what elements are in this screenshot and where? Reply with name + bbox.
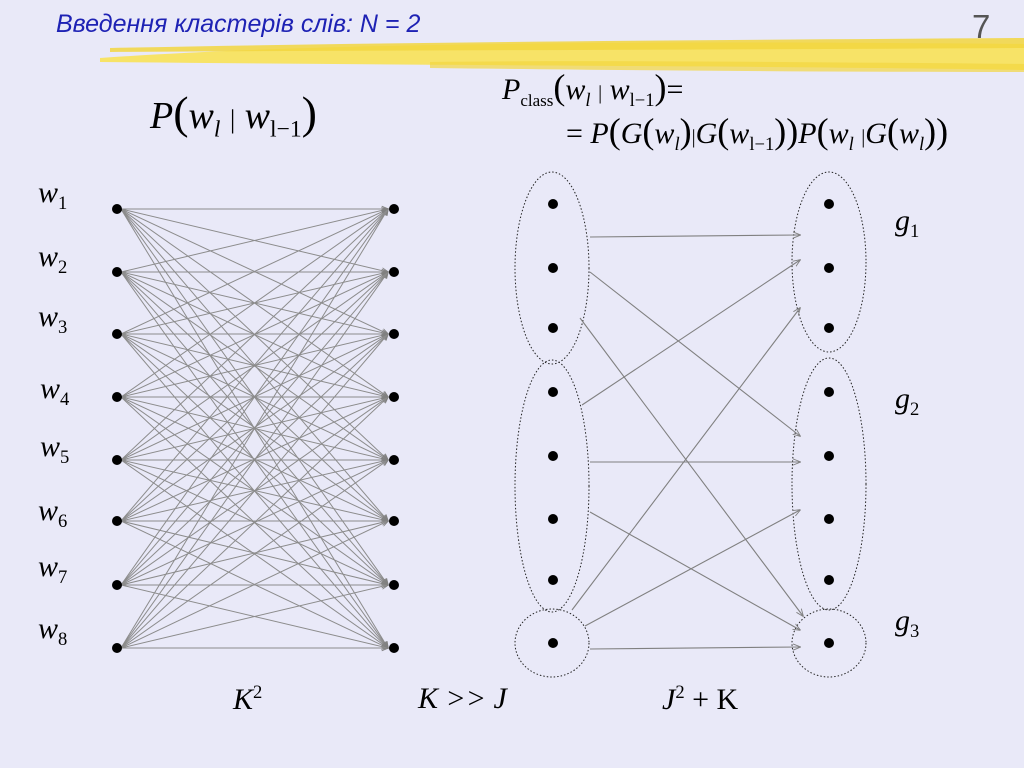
label-j-squared-plus-k: J2 + K bbox=[662, 682, 739, 716]
class-left-node-6 bbox=[548, 514, 558, 524]
right-cluster-3-ellipse bbox=[791, 608, 867, 678]
class-edge-3-3 bbox=[589, 647, 800, 649]
class-edge-3-2 bbox=[584, 510, 800, 627]
class-right-node-6 bbox=[824, 514, 834, 524]
left-word-node-1 bbox=[112, 204, 122, 214]
bigram-probability-formula: P(wl | wl−1) bbox=[150, 87, 317, 143]
bigram-edge-8-4 bbox=[120, 397, 388, 649]
class-left-node-5 bbox=[548, 451, 558, 461]
class-right-node-5 bbox=[824, 451, 834, 461]
class-left-node-4 bbox=[548, 387, 558, 397]
right-word-node-1 bbox=[389, 204, 399, 214]
bigram-edge-8-3 bbox=[120, 334, 388, 649]
class-left-node-2 bbox=[548, 263, 558, 273]
bigram-edge-8-7 bbox=[120, 585, 388, 649]
word-label-w1: w1 bbox=[38, 176, 68, 214]
class-right-node-3 bbox=[824, 323, 834, 333]
right-word-node-2 bbox=[389, 267, 399, 277]
class-edge-3-1 bbox=[571, 308, 800, 611]
class-left-node-7 bbox=[548, 575, 558, 585]
left-cluster-2-ellipse bbox=[514, 359, 590, 613]
right-word-node-3 bbox=[389, 329, 399, 339]
word-label-w7: w7 bbox=[38, 550, 68, 588]
class-ellipses bbox=[514, 171, 867, 678]
right-word-node-4 bbox=[389, 392, 399, 402]
bigram-edge-4-1 bbox=[120, 209, 388, 398]
left-cluster-3-ellipse bbox=[514, 608, 590, 678]
class-edge-2-3 bbox=[589, 511, 800, 630]
group-label-g2: g2 bbox=[895, 382, 920, 420]
bigram-edge-5-2 bbox=[120, 272, 388, 461]
bigram-edge-6-3 bbox=[120, 334, 388, 522]
class-left-node-3 bbox=[548, 323, 558, 333]
bigram-edge-8-2 bbox=[120, 272, 388, 649]
full-bigram-edges bbox=[120, 209, 388, 649]
word-label-w5: w5 bbox=[40, 430, 70, 468]
right-word-node-6 bbox=[389, 516, 399, 526]
right-word-node-5 bbox=[389, 455, 399, 465]
class-edges bbox=[571, 235, 803, 649]
class-probability-formula-line1: Pclass(wl | wl−1)= bbox=[502, 67, 684, 111]
left-word-node-3 bbox=[112, 329, 122, 339]
class-right-node-1 bbox=[824, 199, 834, 209]
label-k-much-greater-j: K >> J bbox=[418, 682, 507, 715]
left-word-node-6 bbox=[112, 516, 122, 526]
class-edge-1-1 bbox=[589, 235, 800, 237]
bigram-edge-8-5 bbox=[120, 460, 388, 649]
group-label-g1: g1 bbox=[895, 204, 920, 242]
left-cluster-1-ellipse bbox=[514, 171, 590, 365]
right-cluster-2-ellipse bbox=[791, 357, 867, 611]
word-label-w2: w2 bbox=[38, 240, 68, 278]
left-word-node-5 bbox=[112, 455, 122, 465]
word-label-w4: w4 bbox=[40, 372, 70, 410]
left-word-node-7 bbox=[112, 580, 122, 590]
word-label-w6: w6 bbox=[38, 494, 68, 532]
class-right-node-7 bbox=[824, 575, 834, 585]
class-left-node-1 bbox=[548, 199, 558, 209]
class-probability-formula-line2: = P(G(wl)|G(wl−1))P(wl |G(wl)) bbox=[566, 111, 949, 155]
bigram-edge-2-1 bbox=[120, 209, 388, 273]
class-left-node-8 bbox=[548, 638, 558, 648]
class-edge-2-1 bbox=[581, 260, 800, 406]
right-cluster-1-ellipse bbox=[791, 171, 867, 353]
word-label-w8: w8 bbox=[38, 612, 68, 650]
nodes bbox=[112, 199, 834, 653]
class-right-node-4 bbox=[824, 387, 834, 397]
group-label-g3: g3 bbox=[895, 604, 920, 642]
label-k-squared: K2 bbox=[233, 682, 263, 716]
class-edge-1-3 bbox=[579, 317, 803, 616]
class-right-node-2 bbox=[824, 263, 834, 273]
slide-title: Введення кластерів слів: N = 2 bbox=[56, 10, 421, 38]
bigram-edge-8-6 bbox=[120, 521, 388, 649]
slide-number: 7 bbox=[972, 8, 991, 45]
right-word-node-8 bbox=[389, 643, 399, 653]
word-label-w3: w3 bbox=[38, 300, 68, 338]
bigram-edge-7-1 bbox=[120, 209, 388, 586]
bigram-edge-5-1 bbox=[120, 209, 388, 461]
class-right-node-8 bbox=[824, 638, 834, 648]
bigram-edge-3-1 bbox=[120, 209, 388, 335]
left-word-node-4 bbox=[112, 392, 122, 402]
bigram-edge-6-1 bbox=[120, 209, 388, 522]
right-word-node-7 bbox=[389, 580, 399, 590]
bigram-edge-8-1 bbox=[120, 209, 388, 649]
left-word-node-2 bbox=[112, 267, 122, 277]
class-edge-1-2 bbox=[589, 271, 800, 436]
left-word-node-8 bbox=[112, 643, 122, 653]
title-highlight-stroke bbox=[100, 38, 1024, 72]
